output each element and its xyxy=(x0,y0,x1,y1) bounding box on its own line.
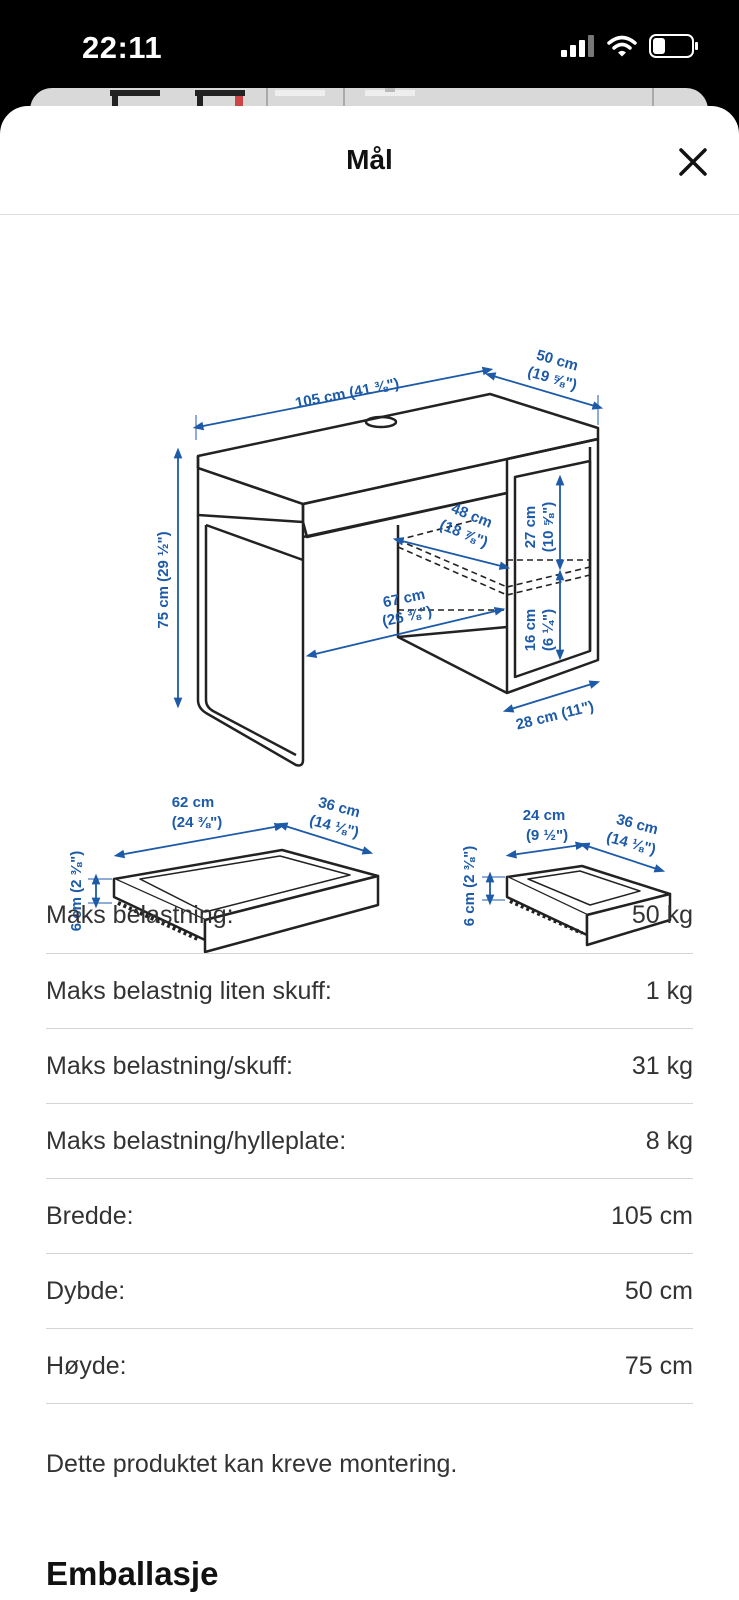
status-bar: 22:11 xyxy=(0,0,739,100)
spec-row-max-load-drawer: Maks belastning/skuff: 31 kg xyxy=(46,1029,693,1104)
dimensions-sheet: Mål xyxy=(0,106,739,1600)
spec-label: Bredde: xyxy=(46,1201,134,1230)
dim-big-drawer-height: 6 cm (2 ⅜") xyxy=(68,851,85,931)
assembly-note: Dette produktet kan kreve montering. xyxy=(46,1450,458,1478)
product-thumbnail xyxy=(365,88,415,96)
spec-label: Høyde: xyxy=(46,1351,127,1380)
spec-label: Maks belastning: xyxy=(46,901,234,929)
sheet-header: Mål xyxy=(0,106,739,215)
dim-small-drawer-height: 6 cm (2 ⅜") xyxy=(461,846,478,926)
dim-lower-height-in: (6 ¼") xyxy=(540,609,557,651)
sheet-title: Mål xyxy=(346,144,393,175)
spec-value: 50 cm xyxy=(624,1276,693,1305)
spec-row-max-load: Maks belastning: 50 kg xyxy=(46,878,693,954)
status-time: 22:11 xyxy=(82,30,163,65)
spec-label: Maks belastning/hylleplate: xyxy=(46,1126,347,1155)
packaging-heading: Emballasje xyxy=(46,1555,219,1592)
battery-icon xyxy=(649,34,698,58)
big-drawer-drawing xyxy=(112,848,380,954)
spec-row-max-load-shelf: Maks belastning/hylleplate: 8 kg xyxy=(46,1104,693,1179)
spec-value: 31 kg xyxy=(631,1051,693,1080)
cellular-signal-icon xyxy=(561,35,594,57)
spec-label: Maks belastning/skuff: xyxy=(46,1051,293,1080)
dim-small-drawer-width-in: (9 ½") xyxy=(526,827,568,844)
dim-lower-height-cm: 16 cm xyxy=(522,609,539,652)
spec-value: 8 kg xyxy=(645,1126,693,1155)
dim-small-drawer-width-cm: 24 cm xyxy=(523,807,566,824)
dim-desk-height: 75 cm (29 ½") xyxy=(155,531,172,628)
spec-row-max-load-small-drawer: Maks belastnig liten skuff: 1 kg xyxy=(46,954,693,1029)
small-drawer-drawing xyxy=(505,864,672,947)
close-button[interactable] xyxy=(677,146,709,178)
spec-value: 50 kg xyxy=(631,901,693,929)
spec-label: Maks belastnig liten skuff: xyxy=(46,976,332,1005)
dim-upper-height-cm: 27 cm xyxy=(522,506,539,549)
specs-table: Maks belastning: 50 kg Maks belastnig li… xyxy=(46,878,693,1404)
spec-row-width: Bredde: 105 cm xyxy=(46,1179,693,1254)
dim-cabinet-width: 28 cm (11") xyxy=(514,698,595,734)
spec-row-height: Høyde: 75 cm xyxy=(46,1329,693,1404)
dimension-lines xyxy=(173,366,604,713)
dimensions-diagram: 105 cm (41 ⅜") 50 cm (19 ⅝") 75 cm (29 ½… xyxy=(68,347,672,954)
spec-value: 75 cm xyxy=(624,1351,693,1380)
dim-big-drawer-width-in: (24 ⅜") xyxy=(172,814,222,831)
dim-big-drawer-width-cm: 62 cm xyxy=(172,794,215,811)
product-thumbnail xyxy=(275,90,325,96)
spec-value: 105 cm xyxy=(611,1201,693,1230)
spec-label: Dybde: xyxy=(46,1276,126,1305)
dim-desk-width: 105 cm (41 ⅜") xyxy=(294,375,401,412)
status-icons xyxy=(561,34,699,58)
wifi-icon xyxy=(607,35,637,57)
spec-value: 1 kg xyxy=(645,976,693,1005)
spec-row-depth: Dybde: 50 cm xyxy=(46,1254,693,1329)
dim-upper-height-in: (10 ⅝") xyxy=(540,502,557,552)
